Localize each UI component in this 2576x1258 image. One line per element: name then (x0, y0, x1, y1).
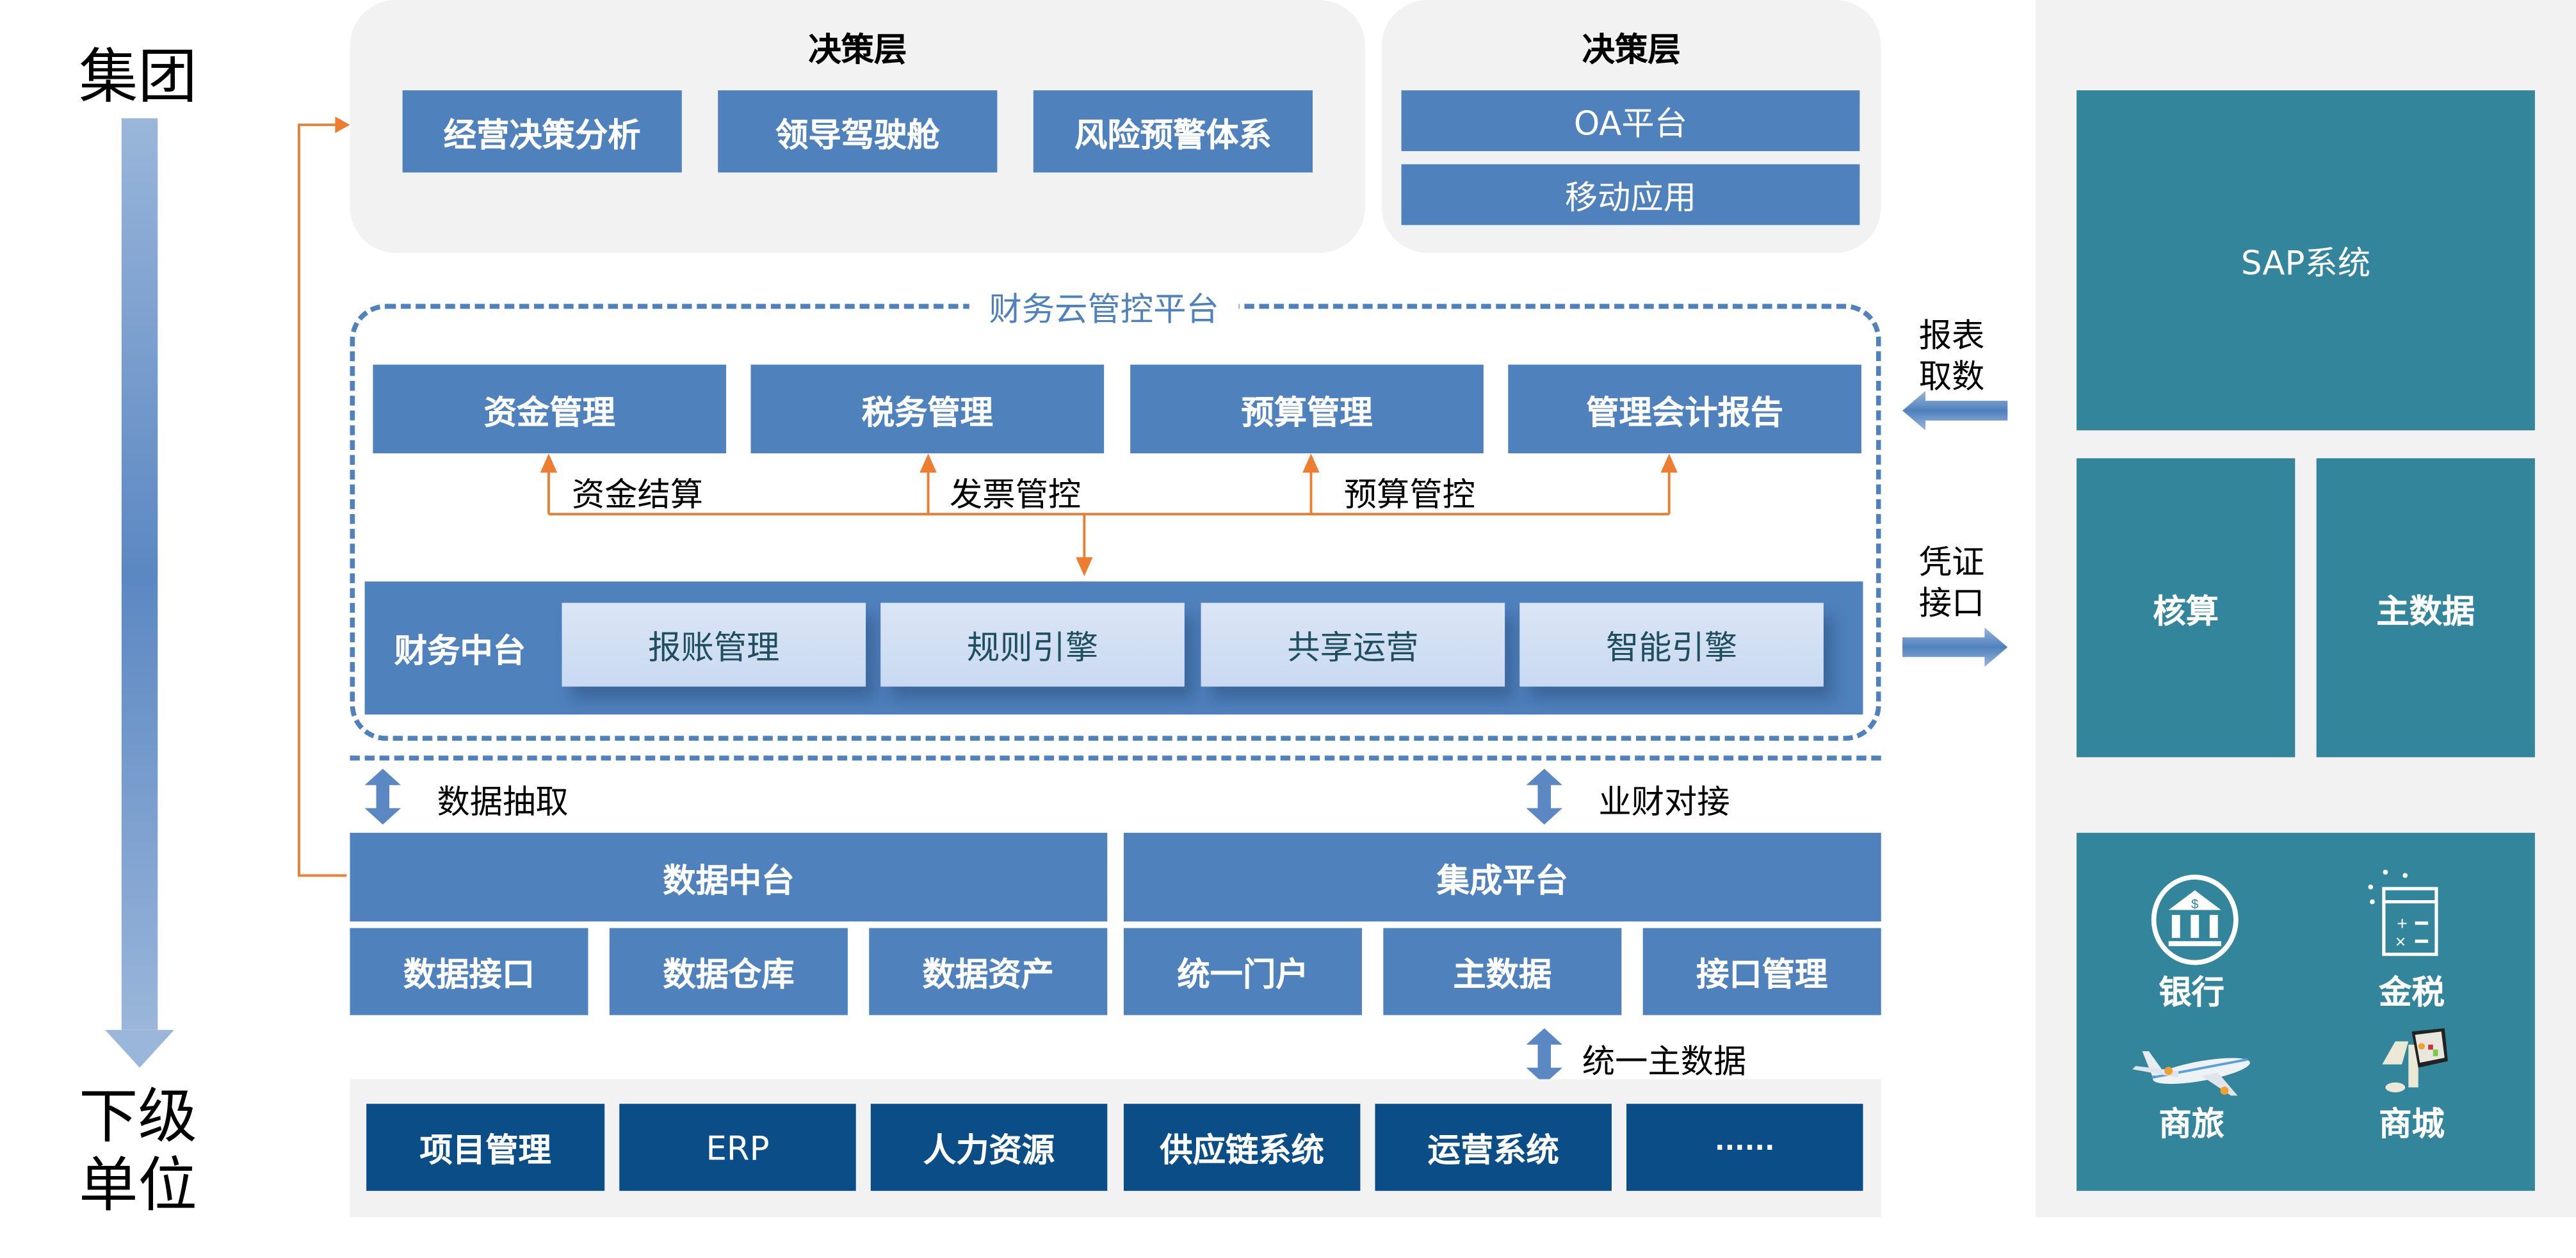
connector-master-data: 统一主数据 (1582, 1041, 1747, 1081)
business-system[interactable]: 运营系统 (1375, 1104, 1612, 1191)
integration-item[interactable]: 主数据 (1383, 928, 1622, 1015)
business-system-more[interactable]: ······ (1626, 1104, 1863, 1191)
mobile-app-box[interactable]: 移动应用 (1401, 164, 1860, 225)
bidirectional-arrow-icon (1526, 1028, 1562, 1085)
report-fetch-label: 报表 取数 (1919, 316, 1985, 398)
sap-system-box[interactable]: SAP系统 (2077, 90, 2535, 431)
flow-label: 资金结算 (571, 474, 704, 515)
subordinate-label-line2: 单位 (79, 1153, 197, 1221)
flow-label: 发票管控 (949, 474, 1081, 515)
integration-platform-box[interactable]: 集成平台 (1123, 832, 1881, 922)
pos-terminal-icon[interactable] (2379, 1028, 2451, 1097)
oa-platform-box[interactable]: OA平台 (1401, 90, 1860, 152)
external-services-box (2077, 832, 2535, 1191)
middle-item[interactable]: 规则引擎 (880, 602, 1185, 687)
accounting-box[interactable]: 核算 (2077, 458, 2296, 757)
module-box[interactable]: 资金管理 (373, 364, 727, 454)
business-system[interactable]: 人力资源 (870, 1104, 1108, 1191)
finance-cloud-title: 财务云管控平台 (969, 282, 1239, 330)
voucher-interface-line1: 凭证 (1918, 542, 1985, 582)
business-system[interactable]: 供应链系统 (1123, 1104, 1361, 1191)
service-label: 商城 (2379, 1104, 2445, 1143)
data-feedback-arrow-icon (298, 117, 350, 877)
subordinate-label-line1: 下级 (79, 1084, 197, 1152)
service-label: 银行 (2159, 972, 2224, 1012)
business-systems-panel (350, 1079, 1881, 1218)
connector-data-extract: 数据抽取 (437, 782, 569, 821)
business-system[interactable]: 项目管理 (366, 1104, 605, 1191)
integration-item[interactable]: 接口管理 (1642, 928, 1881, 1015)
decision-title-right: 决策层 (1582, 29, 1681, 69)
decision-item[interactable]: 风险预警体系 (1033, 90, 1313, 173)
decision-item[interactable]: 经营决策分析 (402, 90, 682, 173)
control-flow-arrows-icon (540, 453, 1678, 577)
bidirectional-arrow-icon (364, 768, 401, 825)
middle-item[interactable]: 共享运营 (1201, 602, 1505, 687)
voucher-interface-label: 凭证 接口 (1919, 542, 1985, 624)
data-platform-box[interactable]: 数据中台 (350, 832, 1108, 922)
svg-text:$: $ (2191, 897, 2199, 912)
connector-business-finance: 业财对接 (1598, 782, 1730, 821)
middle-item[interactable]: 报账管理 (562, 602, 866, 687)
module-box[interactable]: 管理会计报告 (1508, 364, 1861, 454)
decision-title-left: 决策层 (808, 29, 907, 69)
svg-text:×: × (2395, 931, 2406, 951)
group-label: 集团 (79, 44, 197, 112)
bank-icon[interactable]: $ (2149, 874, 2241, 966)
master-data-box[interactable]: 主数据 (2316, 458, 2535, 757)
hierarchy-arrow-icon (105, 118, 174, 1068)
layer-divider (350, 755, 1881, 761)
data-platform-item[interactable]: 数据资产 (869, 928, 1108, 1015)
flow-label: 预算管控 (1343, 474, 1475, 515)
module-box[interactable]: 预算管理 (1130, 364, 1484, 454)
report-fetch-line1: 报表 (1918, 315, 1985, 355)
bidirectional-arrow-icon (1526, 768, 1562, 825)
voucher-interface-line2: 接口 (1918, 583, 1985, 623)
data-platform-item[interactable]: 数据接口 (350, 928, 588, 1015)
data-platform-item[interactable]: 数据仓库 (609, 928, 848, 1015)
finance-middle-label: 财务中台 (394, 631, 526, 670)
module-box[interactable]: 税务管理 (750, 364, 1105, 454)
svg-text:+: + (2397, 913, 2407, 933)
subordinate-label: 下级 单位 (79, 1084, 197, 1222)
service-label: 金税 (2379, 972, 2445, 1012)
airplane-icon[interactable] (2129, 1042, 2254, 1101)
report-fetch-line2: 取数 (1918, 356, 1985, 396)
calculator-icon[interactable]: + × (2366, 867, 2448, 960)
service-label: 商旅 (2159, 1104, 2224, 1143)
business-system[interactable]: ERP (619, 1104, 856, 1191)
integration-item[interactable]: 统一门户 (1123, 928, 1362, 1015)
middle-item[interactable]: 智能引擎 (1519, 602, 1824, 687)
arrow-left-icon (1902, 391, 2008, 431)
decision-item[interactable]: 领导驾驶舱 (718, 90, 998, 173)
arrow-right-icon (1902, 627, 2008, 667)
